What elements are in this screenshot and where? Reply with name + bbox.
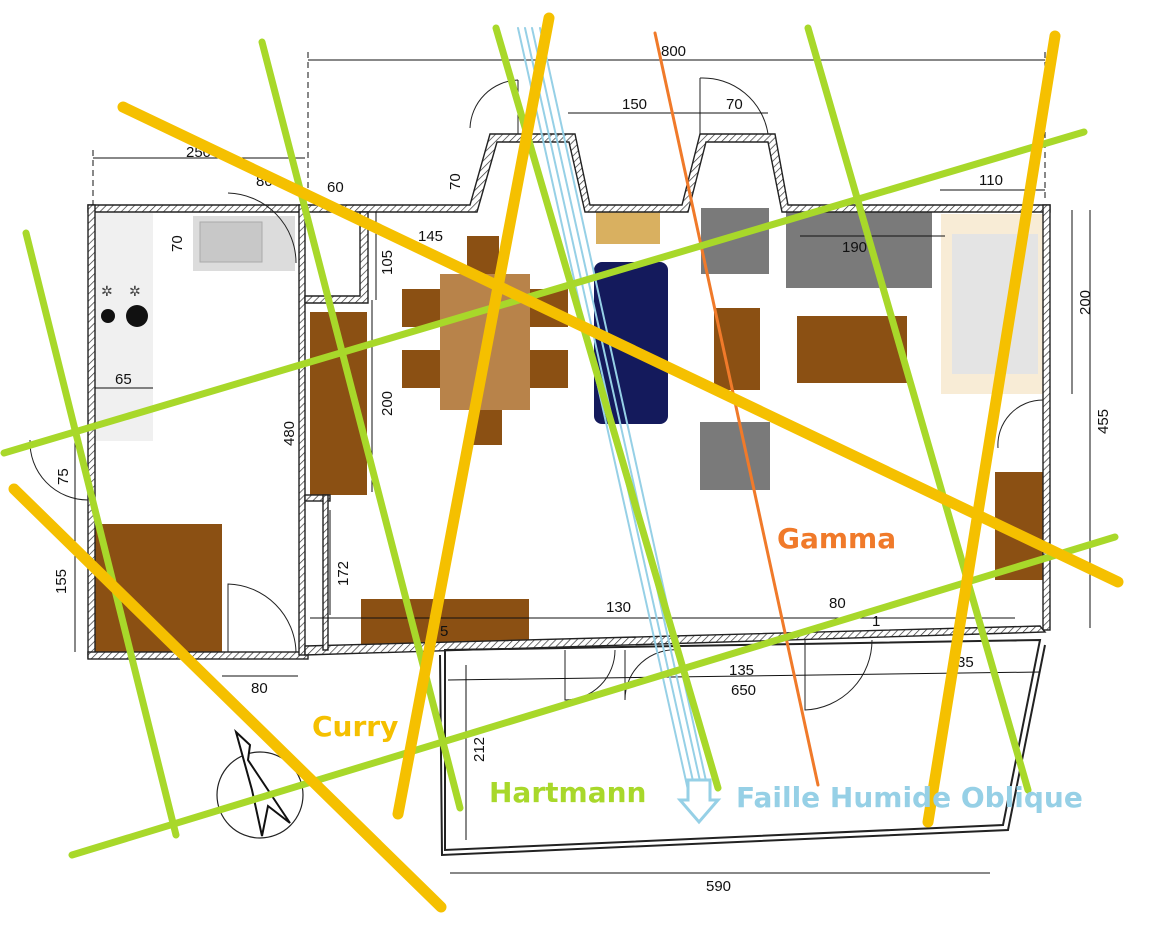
low-shelf xyxy=(361,599,529,647)
dim-label: 800 xyxy=(661,43,686,60)
sink-basin xyxy=(199,221,263,263)
dim-label: 650 xyxy=(731,682,756,699)
dim-label: 70 xyxy=(726,96,743,113)
hob-burner xyxy=(101,309,115,323)
hob-burner: ✲ xyxy=(101,283,113,299)
doors xyxy=(29,77,1044,711)
armchair xyxy=(700,422,770,490)
dim-label: 455 xyxy=(1095,409,1112,434)
energy-lines xyxy=(0,12,1124,913)
dim-label: 110 xyxy=(979,172,1003,189)
dim-label: 1 xyxy=(872,613,880,630)
dimension-labels: 800 150 70 250 60 80 70 145 105 70 110 1… xyxy=(53,43,1112,895)
dim-label: 70 xyxy=(169,235,186,252)
dim-label: 150 xyxy=(622,96,647,113)
dim-label: 130 xyxy=(606,599,631,616)
energy-line-labels: Curry Hartmann Gamma Faille Humide Obliq… xyxy=(312,522,1083,814)
label-faille-humide-oblique: Faille Humide Oblique xyxy=(736,781,1083,814)
coffee-table xyxy=(797,316,907,383)
dim-label: 200 xyxy=(1077,290,1094,315)
label-gamma: Gamma xyxy=(777,522,896,555)
blue-sofa xyxy=(594,262,668,424)
dim-label: 155 xyxy=(53,569,70,594)
grey-sofa xyxy=(786,212,932,288)
dim-label: 190 xyxy=(842,239,867,256)
side-table xyxy=(714,308,760,390)
dim-label: 200 xyxy=(379,391,396,416)
furniture: ✲ ✲ xyxy=(93,208,1043,652)
dim-label: 65 xyxy=(115,371,132,388)
dim-label: 172 xyxy=(335,561,352,586)
dim-label: 590 xyxy=(706,878,731,895)
dim-label: 70 xyxy=(447,173,464,190)
dim-label: 480 xyxy=(281,421,298,446)
dim-label: 145 xyxy=(418,228,443,245)
faille-arrow-icon xyxy=(676,778,722,825)
dimension-lines xyxy=(74,52,1091,874)
dim-label: 80 xyxy=(829,595,846,612)
dim-label: 75 xyxy=(55,468,72,485)
tv-unit xyxy=(596,212,660,244)
dim-label: 5 xyxy=(440,623,448,640)
kitchen-counter xyxy=(95,213,153,441)
label-hartmann: Hartmann xyxy=(489,776,646,809)
dining-chair xyxy=(528,350,568,388)
dim-label: 212 xyxy=(471,737,488,762)
curry-lines xyxy=(8,12,1124,913)
dining-chair xyxy=(402,350,442,388)
hob-burner: ✲ xyxy=(129,283,141,299)
dim-label: 60 xyxy=(327,179,344,196)
dining-chair xyxy=(402,289,442,327)
dim-label: 35 xyxy=(957,654,974,671)
dim-label: 80 xyxy=(251,680,268,697)
dim-label: 135 xyxy=(729,662,754,679)
gamma-line xyxy=(653,31,820,787)
label-curry: Curry xyxy=(312,710,398,743)
hob-burner xyxy=(126,305,148,327)
dim-label: 105 xyxy=(379,250,396,275)
